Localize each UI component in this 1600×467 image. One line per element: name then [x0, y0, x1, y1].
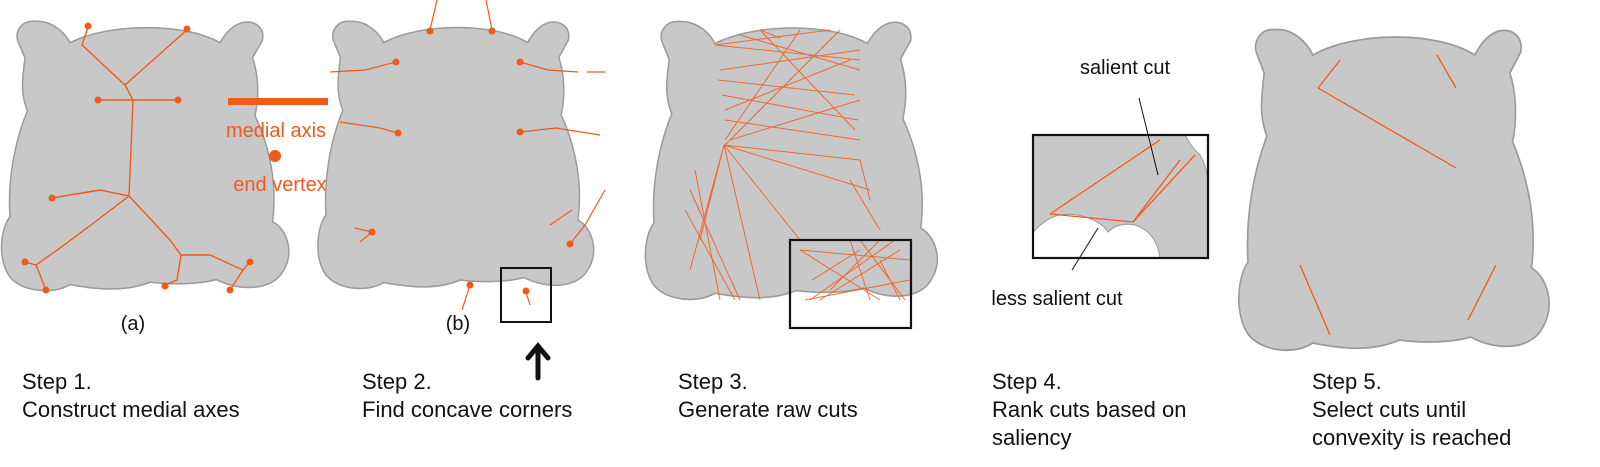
step-5-title: Step 5.: [1312, 369, 1382, 394]
step-1-desc: Construct medial axes: [22, 397, 240, 422]
end-vertex-legend-label: end vertex: [233, 174, 326, 196]
medial-axis-legend-label: medial axis: [226, 120, 326, 142]
concave-corner: [394, 129, 402, 137]
zoom-frame: [1031, 133, 1210, 260]
selected-cut-lines: [1299, 54, 1497, 336]
end-vertex: [174, 96, 182, 104]
concave-corners: [368, 27, 574, 295]
end-vertex: [94, 96, 102, 104]
concave-corner: [566, 240, 574, 248]
up-arrow-icon: [525, 342, 551, 381]
less-salient-cut-leader: [1071, 227, 1099, 271]
step-1-title: Step 1.: [22, 369, 92, 394]
step-4-title: Step 4.: [992, 369, 1062, 394]
end-vertex-legend-swatch: [269, 150, 281, 162]
step-3-desc: Generate raw cuts: [678, 397, 858, 422]
step-1-caption: Step 1. Construct medial axes: [22, 368, 240, 424]
panel-label-b: (b): [446, 313, 470, 335]
concave-corner: [522, 287, 530, 295]
end-vertex: [84, 22, 92, 30]
panel-3-raw-cuts: [644, 20, 939, 330]
panel-5-selected-cuts: [1237, 28, 1551, 352]
highlight-box: [788, 238, 913, 330]
step-3-caption: Step 3. Generate raw cuts: [678, 368, 858, 424]
step-2-caption: Step 2. Find concave corners: [362, 368, 572, 424]
salient-cut-label: salient cut: [1080, 57, 1170, 79]
concave-corner: [516, 58, 524, 66]
concave-corner: [368, 228, 376, 236]
end-vertex: [183, 25, 191, 33]
end-vertices: [21, 22, 254, 294]
end-vertex: [48, 194, 56, 202]
bear-shape: [1237, 28, 1551, 352]
step-4-caption: Step 4. Rank cuts based on saliency: [992, 368, 1186, 452]
concave-corner: [466, 281, 474, 289]
end-vertex: [246, 258, 254, 266]
zoom-box: [500, 267, 552, 323]
step-2-desc: Find concave corners: [362, 397, 573, 422]
concave-corner: [488, 27, 496, 35]
medial-axis-legend-swatch: [228, 98, 328, 105]
raw-cut-lines: [684, 29, 911, 301]
panel-label-a: (a): [121, 313, 145, 335]
panel-2-concave-corners: (b): [317, 0, 606, 381]
concave-corner: [516, 128, 524, 136]
bear-shape: [317, 20, 595, 290]
panel-4-ranked-cuts: salient cut less salient cut: [991, 57, 1210, 310]
zoomed-shape: [1032, 134, 1209, 259]
medial-axis-lines: [24, 26, 251, 291]
cut-lines: [1049, 139, 1196, 223]
legend: medial axis end vertex: [226, 98, 328, 196]
end-vertex: [161, 282, 169, 290]
step-4-desc-line-1: Rank cuts based on: [992, 397, 1187, 422]
panel-1-medial-axes: (a): [0, 20, 290, 335]
step-5-desc-line-1: Select cuts until: [1312, 397, 1467, 422]
step-4-desc-line-2: saliency: [992, 425, 1072, 450]
end-vertex: [21, 258, 29, 266]
step-5-caption: Step 5. Select cuts until convexity is r…: [1312, 368, 1511, 452]
concave-corner: [426, 27, 434, 35]
step-2-title: Step 2.: [362, 369, 432, 394]
step-5-desc-line-2: convexity is reached: [1312, 425, 1512, 450]
extended-medial-axes: [329, 0, 606, 311]
less-salient-cut-label: less salient cut: [991, 288, 1123, 310]
salient-cut-leader: [1138, 97, 1159, 176]
concave-corner: [392, 58, 400, 66]
end-vertex: [42, 286, 50, 294]
bear-shape: [0, 20, 290, 292]
step-3-title: Step 3.: [678, 369, 748, 394]
end-vertex: [226, 286, 234, 294]
